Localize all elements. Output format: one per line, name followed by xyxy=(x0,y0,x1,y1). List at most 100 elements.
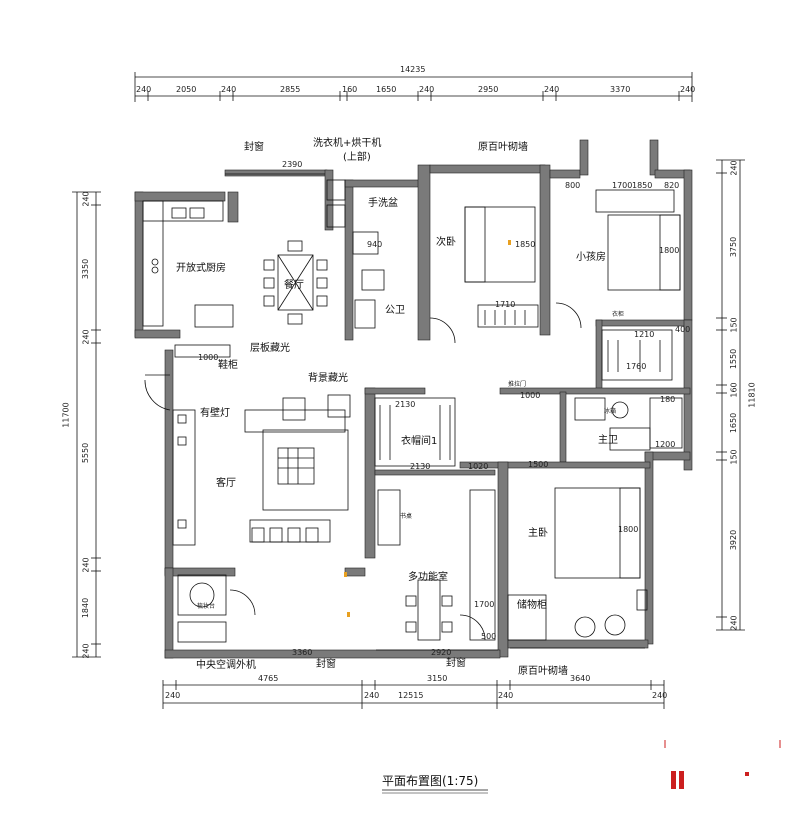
dot-icon xyxy=(745,772,749,776)
dim-right-seg: 1550 xyxy=(729,348,739,370)
dim-bottom-lower: 240 xyxy=(652,691,668,700)
dim-right-seg: 160 xyxy=(729,382,739,398)
inner-dim: 940 xyxy=(367,240,383,249)
inner-dim: 1210 xyxy=(634,330,655,339)
dim-left-seg: 240 xyxy=(81,643,91,659)
dim-top-seg: 2855 xyxy=(280,85,301,94)
inner-dim: 1000 xyxy=(198,353,219,362)
room-closet: 衣帽间1 xyxy=(401,436,438,447)
dim-top-seg: 240 xyxy=(221,85,237,94)
inner-dim: 1800 xyxy=(659,246,680,255)
dim-left-seg: 3350 xyxy=(81,258,91,280)
note-tiny: 衣柜 xyxy=(612,311,625,318)
inner-dim: 1710 xyxy=(495,300,516,309)
inner-dim: 2390 xyxy=(282,160,303,169)
room-bedroom2: 次卧 xyxy=(436,237,456,248)
inner-dim: 1200 xyxy=(655,440,676,449)
inner-dim: 1500 xyxy=(528,460,549,469)
note-washer: 洗衣机+烘干机 xyxy=(313,138,382,149)
note-window-bottom-2: 封窗 xyxy=(446,658,466,669)
note-tiny: 梳妆台 xyxy=(197,603,216,610)
dim-right-seg: 240 xyxy=(729,160,739,176)
dim-bottom-upper: 3150 xyxy=(427,674,448,683)
dim-top-seg: 160 xyxy=(342,85,358,94)
dimension-lines xyxy=(72,72,745,709)
inner-dim: 2920 xyxy=(431,648,452,657)
note-shoe-cabinet: 鞋柜 xyxy=(218,360,238,371)
inner-dim: 1800 xyxy=(618,525,639,534)
dim-bottom-total: 12515 xyxy=(398,691,424,700)
logo-icon xyxy=(670,770,688,790)
room-master-bath: 主卫 xyxy=(598,435,618,446)
dim-top-seg: 1650 xyxy=(376,85,397,94)
room-multi: 多功能室 xyxy=(408,572,448,583)
dim-top-seg: 2050 xyxy=(176,85,197,94)
inner-dim: 3360 xyxy=(292,648,313,657)
inner-dim: 2130 xyxy=(395,400,416,409)
dim-left-seg: 240 xyxy=(81,329,91,345)
room-kitchen: 开放式厨房 xyxy=(176,263,226,274)
dim-bottom-lower: 240 xyxy=(498,691,514,700)
inner-dim: 1850 xyxy=(632,181,653,190)
note-louver-wall-bottom: 原百叶砌墙 xyxy=(518,666,568,677)
dim-bottom-upper: 4765 xyxy=(258,674,279,683)
dim-right-seg: 150 xyxy=(729,317,739,333)
note-washer-sub: (上部) xyxy=(343,152,371,163)
dim-right-seg: 3750 xyxy=(729,236,739,258)
note-ac-unit: 中央空调外机 xyxy=(196,660,256,671)
note-louver-wall-top: 原百叶砌墙 xyxy=(478,142,528,153)
light-marks xyxy=(344,240,511,617)
inner-dim: 1700 xyxy=(474,600,495,609)
inner-dim: 180 xyxy=(660,395,676,404)
note-bg-light: 背景藏光 xyxy=(308,373,348,384)
inner-dim: 500 xyxy=(481,632,497,641)
dim-top-total: 14235 xyxy=(400,65,426,74)
inner-dim: 400 xyxy=(675,325,691,334)
room-public-bath: 公卫 xyxy=(385,305,405,316)
dim-top-seg: 2950 xyxy=(478,85,499,94)
dim-right-seg: 1650 xyxy=(729,412,739,434)
dim-right-seg: 3920 xyxy=(729,529,739,551)
furniture xyxy=(142,173,683,651)
inner-dim: 2130 xyxy=(410,462,431,471)
dim-top-seg: 240 xyxy=(136,85,152,94)
room-storage: 储物柜 xyxy=(517,600,547,611)
inner-dim: 1850 xyxy=(515,240,536,249)
room-dining: 餐厅 xyxy=(284,280,304,291)
dim-left-seg: 240 xyxy=(81,191,91,207)
dim-top-seg: 3370 xyxy=(610,85,631,94)
dim-left-seg: 240 xyxy=(81,557,91,573)
room-kids: 小孩房 xyxy=(576,252,606,263)
dim-left-total: 11700 xyxy=(61,402,71,428)
note-tiny: 推拉门 xyxy=(508,381,527,388)
inner-dim: 1020 xyxy=(468,462,489,471)
note-hand-basin: 手洗盆 xyxy=(368,198,398,209)
inner-dim: 1760 xyxy=(626,362,647,371)
dim-left-seg: 5550 xyxy=(81,442,91,464)
note-shelf-light: 层板藏光 xyxy=(250,343,290,354)
dim-bottom-upper: 3640 xyxy=(570,674,591,683)
dim-right-seg: 150 xyxy=(729,449,739,465)
inner-dim: 800 xyxy=(565,181,581,190)
top-ticks xyxy=(134,72,693,102)
dim-right-total: 11810 xyxy=(747,382,757,408)
dim-right-seg: 240 xyxy=(729,615,739,631)
inner-dim: 1700 xyxy=(612,181,633,190)
inner-dim: 820 xyxy=(664,181,680,190)
note-wall-lamp: 有壁灯 xyxy=(200,408,230,419)
note-window-top: 封窗 xyxy=(244,142,264,153)
walls xyxy=(134,139,693,659)
corner-marks xyxy=(664,740,781,748)
dim-bottom-lower: 240 xyxy=(364,691,380,700)
dim-top-seg: 240 xyxy=(544,85,560,94)
note-window-bottom-1: 封窗 xyxy=(316,659,336,670)
drawing-title: 平面布置图(1:75) xyxy=(382,774,479,788)
room-living: 客厅 xyxy=(216,478,236,489)
inner-dim: 1000 xyxy=(520,391,541,400)
dim-bottom-lower: 240 xyxy=(165,691,181,700)
dim-left-seg: 1840 xyxy=(81,597,91,619)
note-tiny: 书桌 xyxy=(400,513,413,520)
room-master-bed: 主卧 xyxy=(528,528,548,539)
